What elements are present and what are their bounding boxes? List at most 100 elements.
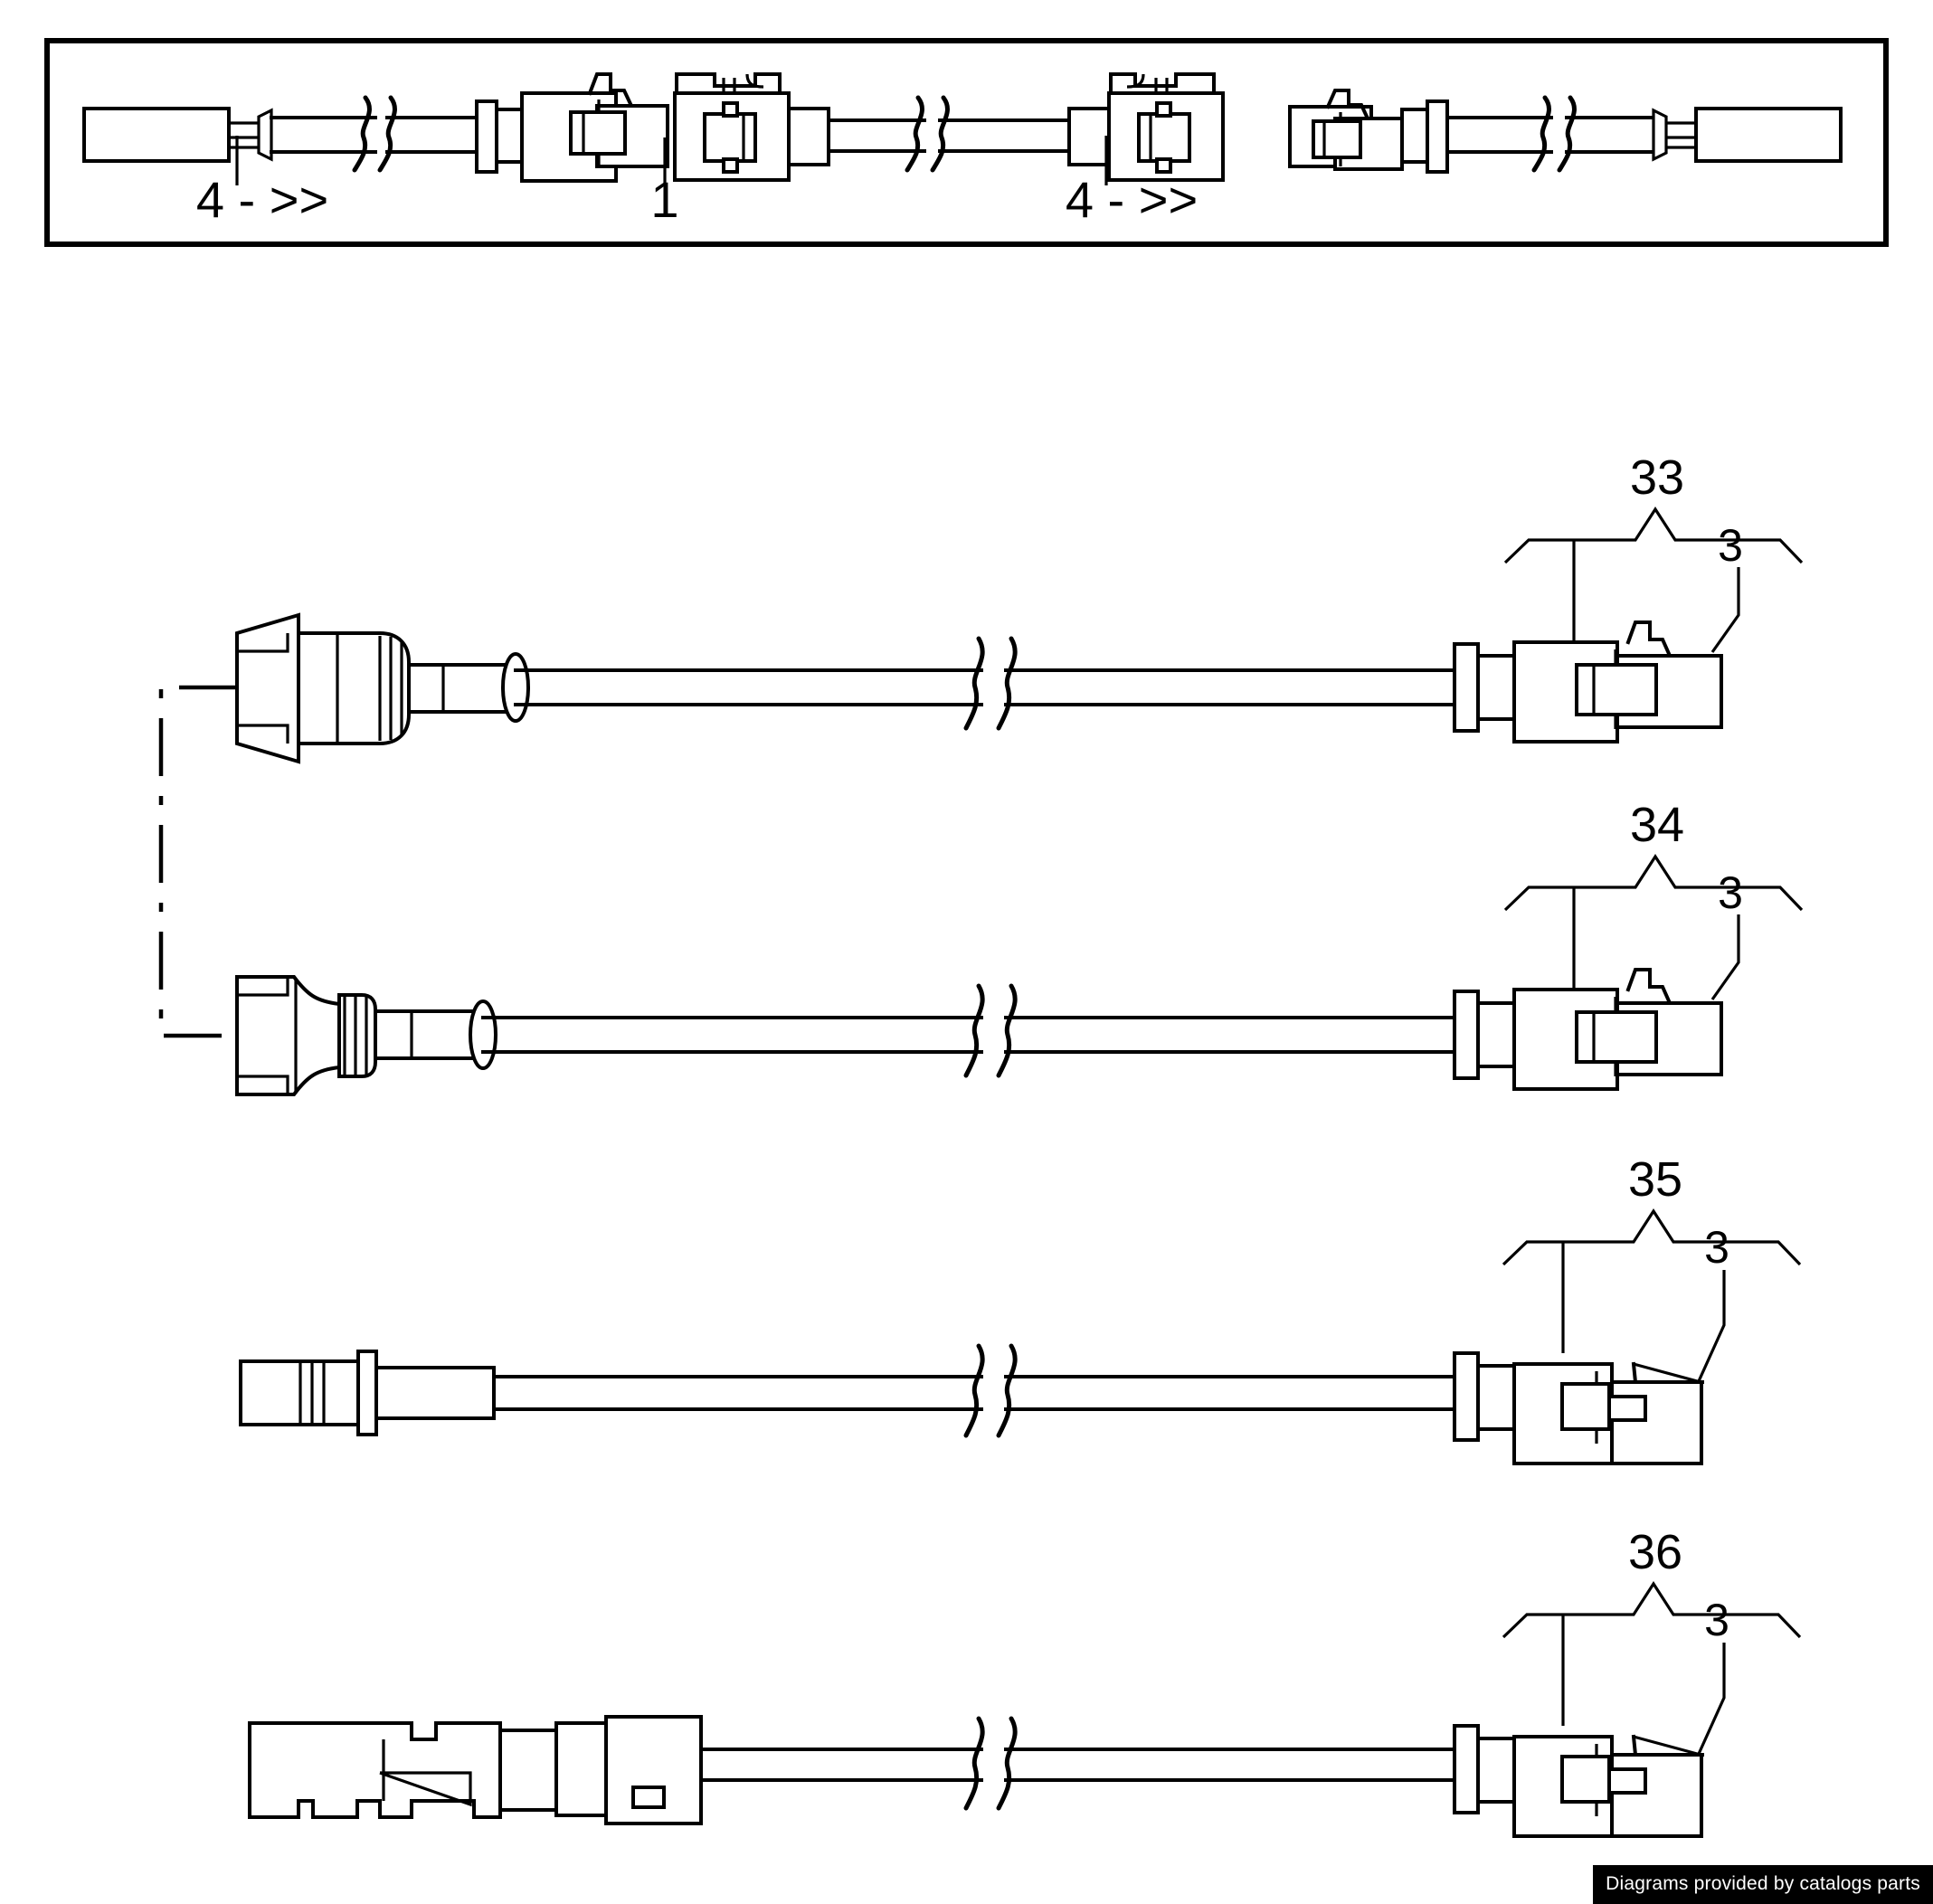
callout-label-center: 1 [650,171,678,228]
asm35-leader-sub [1697,1270,1726,1382]
left-connector-pin-detail [582,99,601,166]
asm33-grommet [501,652,530,723]
asm34-strain-relief [374,1009,477,1060]
center-connector-left-tabbot [722,157,739,174]
asm34-neck [1476,1001,1516,1068]
asm36-bracket [1502,1581,1802,1639]
callout-label-right: 4 - >> [1066,171,1198,228]
right-connector-neck [1400,108,1429,164]
asm34-leader-sub [1710,914,1740,1000]
asm33-pin-detail [1592,649,1617,729]
asm34-number: 34 [1630,798,1684,852]
asm36-mate-body [1610,1753,1703,1838]
right-connector-window [1312,119,1362,159]
link-dash-line-33-34 [158,685,237,1038]
right-connector-window-detail [1322,112,1342,166]
right-terminal-wires [1666,121,1696,149]
asm34-cable-break-a [963,983,985,1078]
asm35-neck [1476,1364,1516,1431]
center-connector-left-tabtop [722,101,739,118]
center-connector-right-tabbot [1155,157,1172,174]
asm34-pin-detail [1592,997,1617,1076]
asm35-pin-tongue [1607,1395,1647,1422]
left-connector-neck [495,108,524,164]
asm36-flange [1453,1724,1480,1814]
assembly-35: 35 3 [239,1152,1802,1465]
right-flange [1426,99,1449,174]
left-boot [257,108,273,162]
asm36-sub-number: 3 [1704,1595,1729,1645]
asm33-pin-window [1575,663,1658,716]
assembly-36: 36 3 [248,1525,1802,1838]
asm35-pin-window [1560,1382,1611,1431]
asm33-boot-body [297,631,411,745]
asm34-socket-ribs [343,994,368,1077]
asm33-boot-taper [235,612,300,764]
asm34-latch [1625,968,1673,1005]
asm34-cable-2 [1004,1016,1456,1054]
asm33-boot-slots [237,633,289,744]
asm34-cable-break-b [996,983,1018,1078]
assembly-34: 34 3 [235,798,1804,1096]
right-cable-break-a [1531,95,1551,173]
center-connector-left-curve [745,73,764,89]
asm35-latch-wedge-edge [1633,1362,1701,1384]
right-cable-1 [1445,116,1553,154]
asm35-mate-body [1610,1380,1703,1465]
asm36-pin-window [1560,1755,1611,1804]
asm33-cable-1 [514,668,983,706]
left-cable-2 [385,116,481,154]
asm36-latch-wedge-edge [1633,1735,1701,1757]
watermark-banner: Diagrams provided by catalogs parts [1593,1865,1933,1904]
center-connector-right-slot [1154,78,1169,93]
callout-label-left: 4 - >> [196,171,328,228]
right-boot [1652,108,1668,162]
asm36-housing-slot [382,1723,413,1801]
asm34-flange [1453,990,1480,1080]
asm33-neck [1476,654,1516,721]
center-cable-2 [938,118,1071,153]
asm34-grommet [469,999,497,1070]
asm36-neck [1476,1737,1516,1804]
asm33-latch [1625,620,1673,658]
asm35-cable-break-a [963,1343,985,1438]
center-connector-left-top [675,72,782,95]
asm36-cable-2 [1004,1748,1456,1782]
asm36-cable-break-b [996,1716,1018,1811]
asm34-pin-window [1575,1010,1658,1064]
asm35-flange [1453,1351,1480,1442]
center-connector-left-neck [787,107,830,166]
asm36-housing-wedge [379,1771,472,1807]
left-flange [475,99,498,174]
left-cable-break-a [352,95,372,173]
right-cable-break-b [1557,95,1577,173]
asm36-leader-sub [1697,1643,1726,1755]
left-terminal-wires [229,121,259,149]
asm35-number: 35 [1628,1152,1682,1207]
asm33-leader-sub [1710,567,1740,653]
center-connector-right-top [1109,72,1216,95]
center-connector-right-window [1137,112,1191,163]
center-connector-right-tabtop [1155,101,1172,118]
asm34-bracket [1503,854,1804,912]
left-connector-pin-window [569,110,627,156]
asm36-number: 36 [1628,1525,1682,1579]
asm36-cable-1 [699,1748,983,1782]
top-panel-border [44,38,1889,247]
asm33-cable-2 [1004,668,1456,706]
asm36-mid-block-1 [498,1729,558,1812]
right-end-terminal [1694,107,1843,163]
asm35-barrel-ribs [298,1361,326,1425]
left-cable-upper-lower [270,116,377,154]
asm36-mid-block-2 [554,1721,608,1817]
top-panel-harness: 4 - >> 1 4 - >> [82,72,1843,228]
center-connector-right-curve [1126,73,1145,89]
asm33-strain-relief [407,663,510,714]
asm33-boot-ribs [297,615,403,762]
asm33-cable-break-b [996,636,1018,731]
asm36-pin-tongue [1607,1767,1647,1795]
asm35-sub-number: 3 [1704,1222,1729,1273]
asm34-socket-slots [237,977,289,1094]
asm35-cable-2 [1004,1375,1456,1411]
